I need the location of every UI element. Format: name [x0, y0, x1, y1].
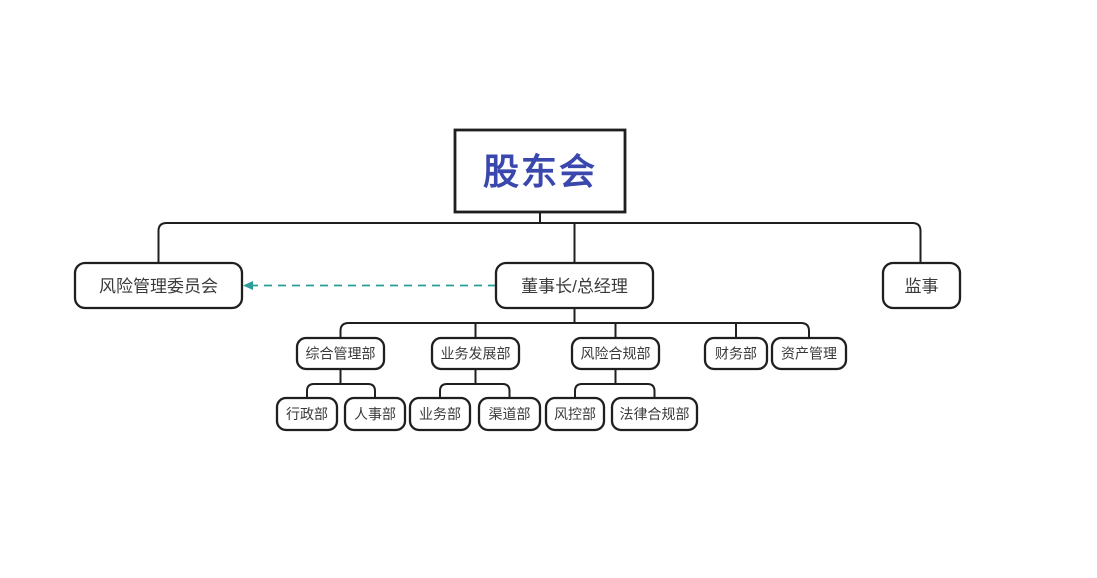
node-business-development-dept-label: 业务发展部 — [441, 346, 511, 362]
node-administration-dept: 行政部 — [275, 396, 339, 432]
node-risk-management-committee: 风险管理委员会 — [73, 261, 244, 310]
node-supervisor-label: 监事 — [905, 277, 939, 296]
connector-l1-bus — [157, 222, 922, 263]
dashed-link-chairman-to-risk-committee — [243, 281, 496, 290]
node-channel-dept-label: 渠道部 — [489, 406, 531, 422]
node-asset-management-label: 资产管理 — [781, 346, 837, 362]
connector-l3-bus-business-development — [439, 383, 511, 398]
node-legal-compliance-dept: 法律合规部 — [610, 396, 699, 432]
node-supervisor-box — [881, 261, 962, 310]
node-supervisor: 监事 — [881, 261, 962, 310]
node-legal-compliance-dept-label: 法律合规部 — [620, 406, 690, 422]
node-shareholders-meeting-box — [453, 128, 627, 214]
node-hr-dept: 人事部 — [343, 396, 407, 432]
connector-l3-bus-risk-compliance — [574, 383, 656, 398]
node-risk-compliance-dept-label: 风险合规部 — [581, 346, 651, 362]
node-chairman-general-manager: 董事长/总经理 — [494, 261, 655, 310]
node-administration-dept-label: 行政部 — [286, 406, 328, 422]
node-risk-control-dept-box — [544, 396, 606, 432]
node-risk-compliance-dept-box — [570, 336, 661, 371]
node-asset-management-box — [770, 336, 848, 371]
node-risk-management-committee-label: 风险管理委员会 — [99, 277, 218, 296]
node-general-management-dept-box — [295, 336, 386, 371]
node-business-development-dept: 业务发展部 — [430, 336, 521, 371]
node-general-management-dept-label: 综合管理部 — [306, 346, 376, 362]
node-legal-compliance-dept-box — [610, 396, 699, 432]
node-hr-dept-box — [343, 396, 407, 432]
node-asset-management: 资产管理 — [770, 336, 848, 371]
node-finance-dept-box — [703, 336, 769, 371]
connector-l3-bus-general-management — [306, 383, 376, 398]
node-business-dept-box — [408, 396, 472, 432]
node-administration-dept-box — [275, 396, 339, 432]
node-shareholders-meeting: 股东会 — [453, 128, 627, 214]
node-risk-control-dept: 风控部 — [544, 396, 606, 432]
node-channel-dept-box — [477, 396, 542, 432]
node-business-dept-label: 业务部 — [419, 406, 461, 422]
node-chairman-general-manager-box — [494, 261, 655, 310]
node-risk-control-dept-label: 风控部 — [554, 406, 596, 422]
node-channel-dept: 渠道部 — [477, 396, 542, 432]
dashed-link-arrowhead-icon — [243, 281, 253, 290]
node-risk-compliance-dept: 风险合规部 — [570, 336, 661, 371]
node-hr-dept-label: 人事部 — [354, 406, 396, 422]
connectors — [157, 212, 922, 398]
node-business-dept: 业务部 — [408, 396, 472, 432]
node-finance-dept: 财务部 — [703, 336, 769, 371]
node-business-development-dept-box — [430, 336, 521, 371]
node-finance-dept-label: 财务部 — [715, 346, 757, 362]
connector-l2-bus — [339, 322, 810, 338]
node-chairman-general-manager-label: 董事长/总经理 — [521, 277, 628, 296]
node-general-management-dept: 综合管理部 — [295, 336, 386, 371]
node-risk-management-committee-box — [73, 261, 244, 310]
node-shareholders-meeting-label: 股东会 — [483, 151, 597, 192]
